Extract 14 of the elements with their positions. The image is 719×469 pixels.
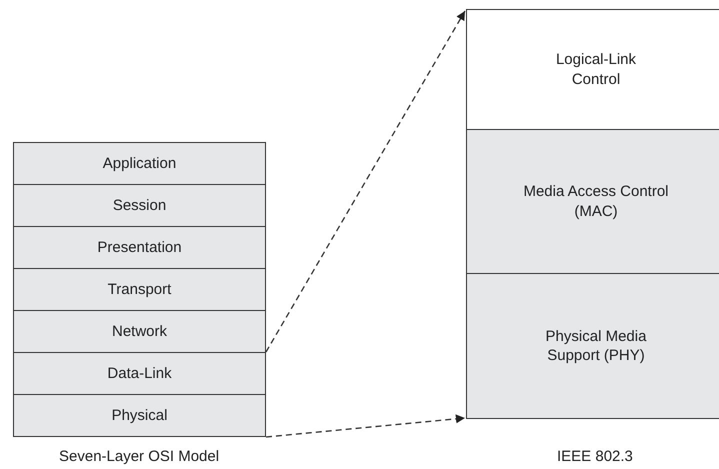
- layer-box: Media Access Control (MAC): [466, 129, 719, 274]
- layer-box: Transport: [13, 268, 266, 311]
- layer-box: Data-Link: [13, 352, 266, 395]
- layer-box: Logical-Link Control: [466, 9, 719, 130]
- caption: Seven-Layer OSI Model: [59, 448, 220, 465]
- dashed-arrow: [266, 414, 466, 438]
- layer-box: Presentation: [13, 226, 266, 269]
- layer-box: Physical Media Support (PHY): [466, 273, 719, 419]
- layer-box: Physical: [13, 394, 266, 437]
- layer-box: Application: [13, 142, 266, 185]
- layer-box: Session: [13, 184, 266, 227]
- layer-box: Network: [13, 310, 266, 353]
- dashed-arrow: [265, 10, 466, 352]
- caption: IEEE 802.3: [557, 448, 633, 465]
